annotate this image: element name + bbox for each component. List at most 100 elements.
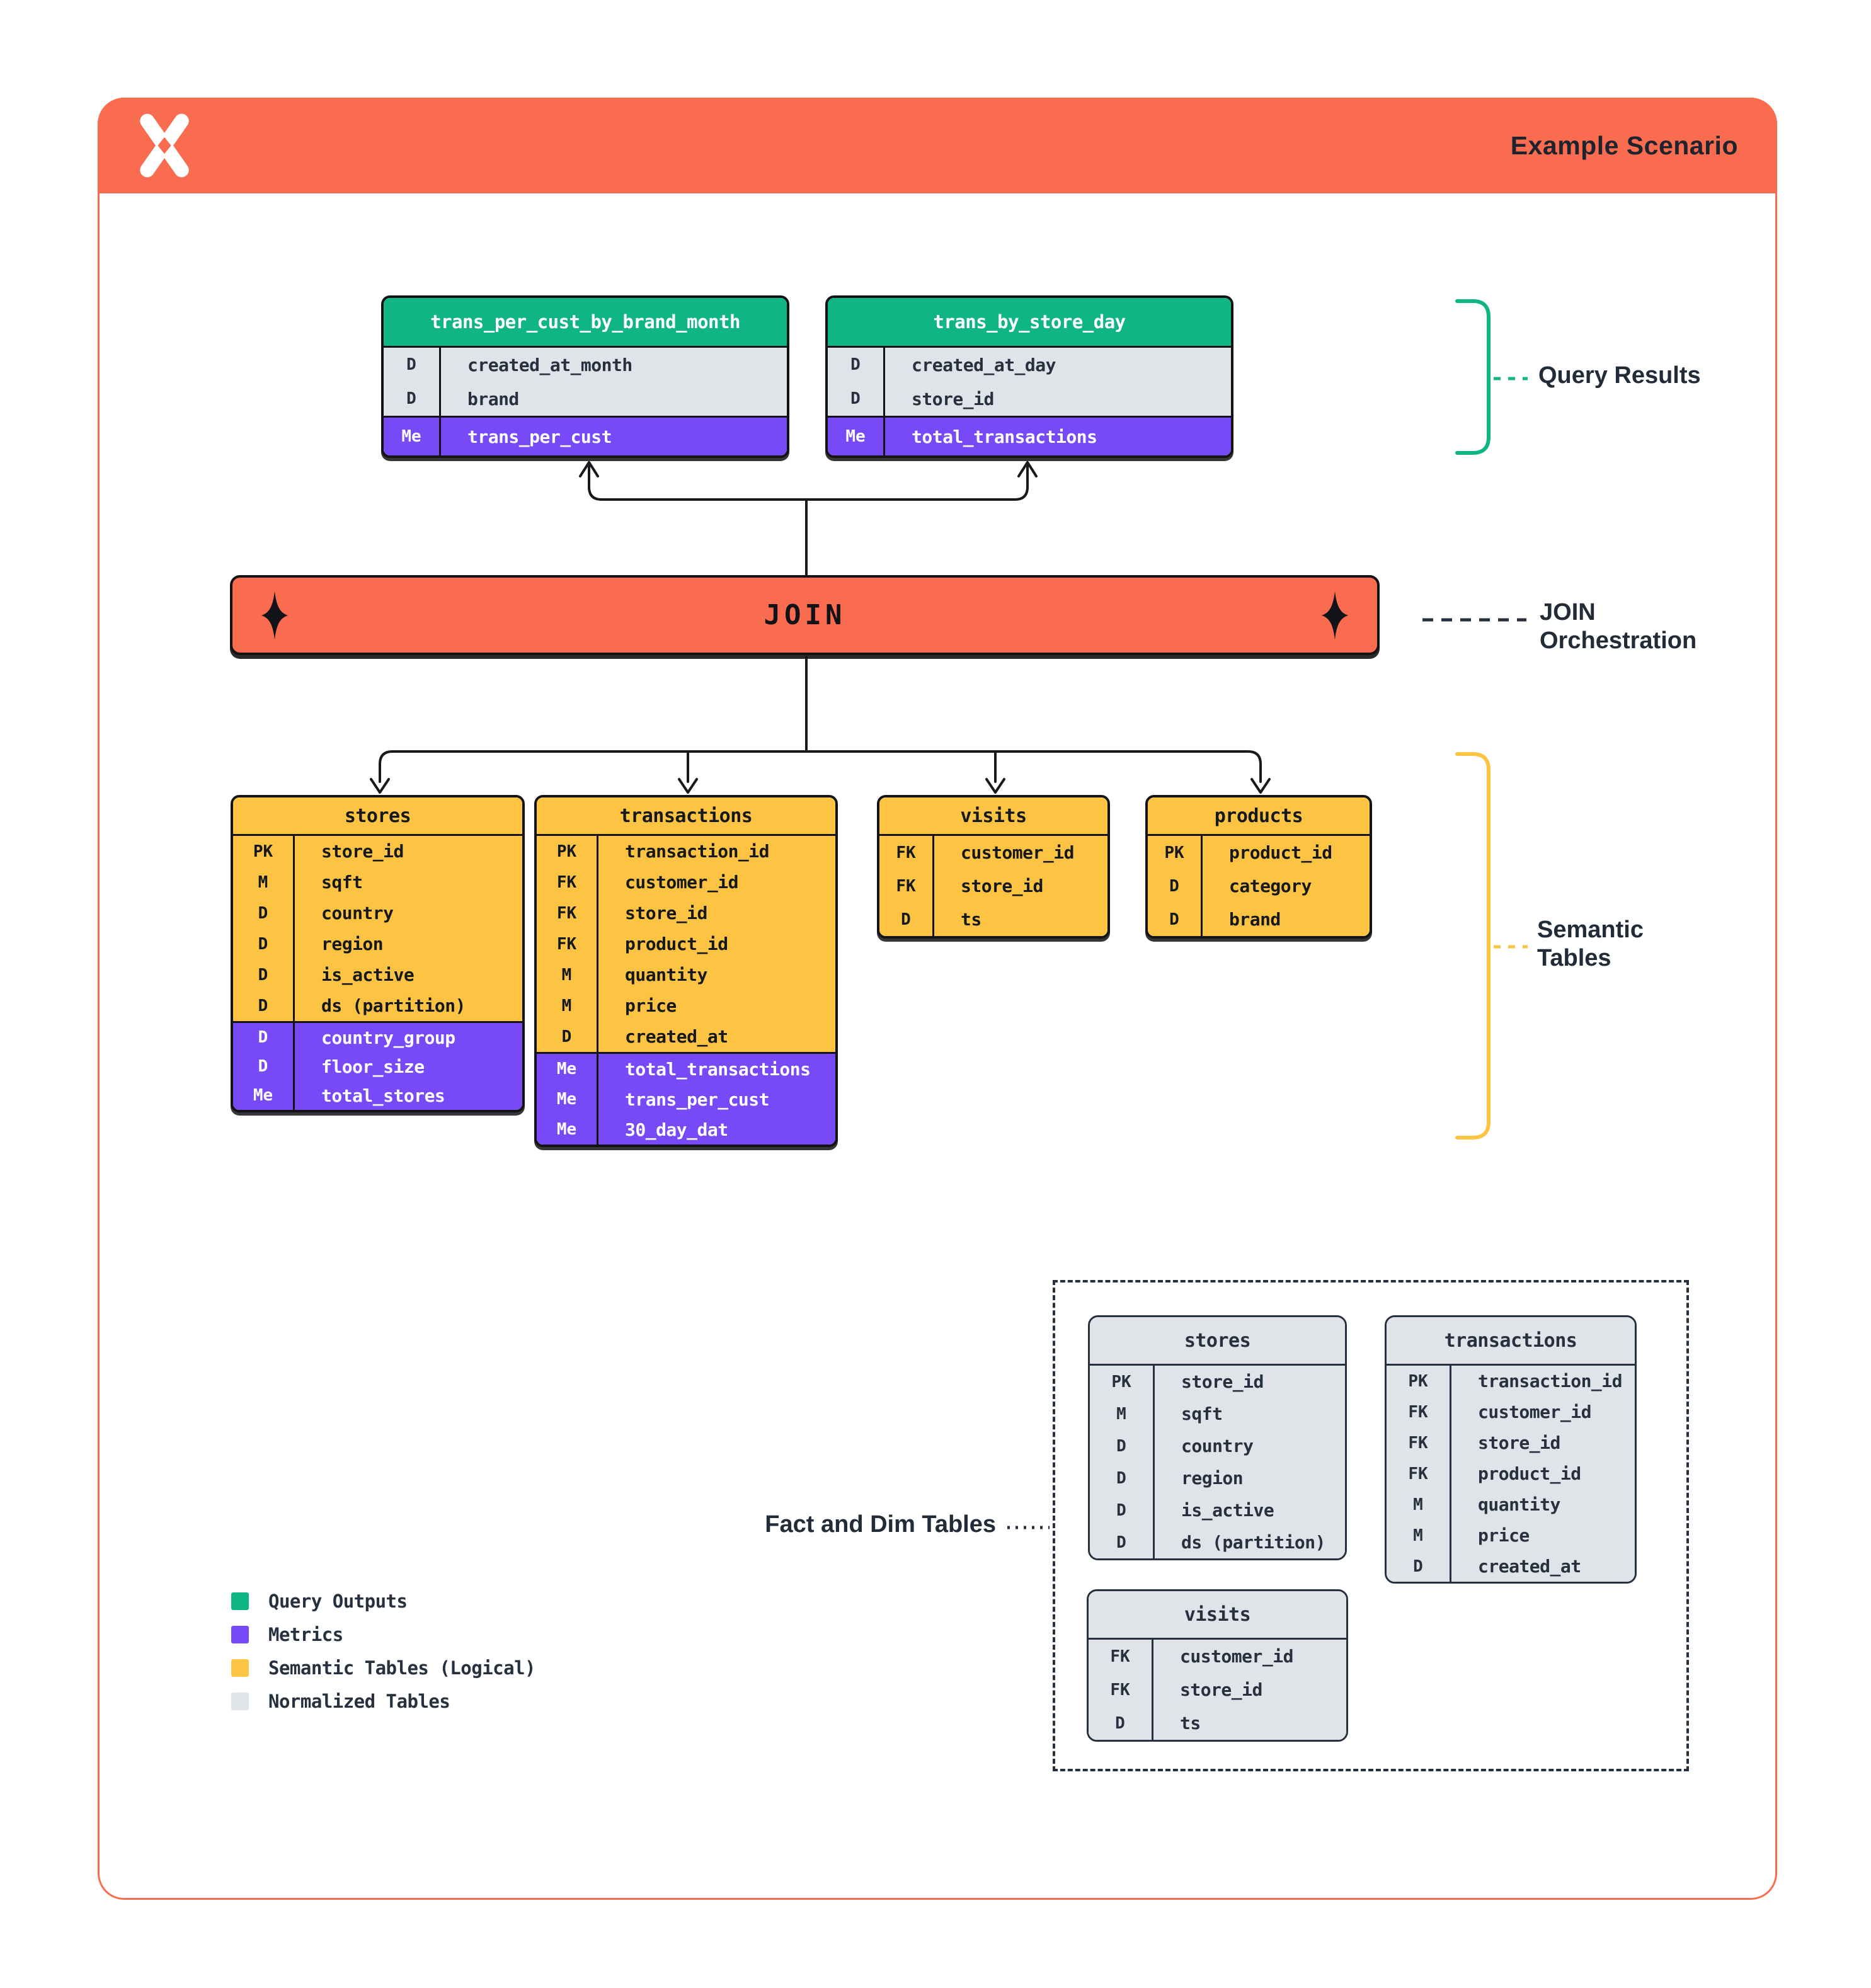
row-key: D: [258, 1028, 268, 1047]
legend-label: Metrics: [268, 1624, 343, 1645]
row-key: D: [258, 965, 268, 985]
row-key: D: [1116, 1468, 1126, 1488]
row-key: D: [406, 389, 416, 408]
row-key: M: [1413, 1526, 1423, 1545]
row-field: is_active: [1153, 1494, 1345, 1526]
arrowhead-down: [985, 778, 1005, 794]
row-field: category: [1201, 869, 1370, 903]
table-title: stores: [1090, 1317, 1345, 1366]
table-title: transactions: [537, 797, 835, 836]
row-field: ts: [932, 903, 1107, 936]
table-title: visits: [1089, 1591, 1346, 1640]
row-key: FK: [556, 903, 577, 923]
arrowhead-down: [370, 778, 390, 794]
row-field: sqft: [1153, 1398, 1345, 1430]
row-key: D: [258, 1057, 268, 1076]
row-field: ds (partition): [293, 990, 522, 1021]
row-field: total_transactions: [597, 1054, 835, 1084]
row-field: 30_day_dat: [597, 1114, 835, 1145]
row-key: D: [258, 996, 268, 1015]
row-key: M: [561, 996, 572, 1015]
page-title: Example Scenario: [1510, 130, 1738, 160]
legend-swatch-gray: [231, 1693, 249, 1710]
row-field: store_id: [1450, 1427, 1635, 1458]
row-field: country: [293, 898, 522, 928]
fact-dim-label: Fact and Dim Tables: [765, 1511, 996, 1538]
row-field: store_id: [293, 836, 522, 867]
semantic-tables-label: Semantic Tables: [1537, 917, 1644, 971]
row-key: FK: [1408, 1402, 1428, 1422]
row-field: created_at: [597, 1021, 835, 1052]
brand-logo-icon: [140, 113, 189, 178]
card-header: Example Scenario: [98, 98, 1777, 193]
row-field: trans_per_cust: [439, 418, 787, 455]
arrowhead-up: [579, 461, 599, 477]
row-key: D: [1413, 1557, 1423, 1576]
row-field: product_id: [1201, 836, 1370, 869]
row-field: store_id: [1153, 1366, 1345, 1398]
row-key: FK: [556, 934, 577, 954]
legend-item-metrics: Metrics: [231, 1624, 535, 1645]
legend-label: Query Outputs: [268, 1591, 408, 1612]
row-field: brand: [439, 382, 787, 416]
table-title: visits: [879, 797, 1107, 836]
table-title: trans_by_store_day: [828, 298, 1231, 348]
row-key: FK: [896, 876, 916, 896]
sparkle-diamond-icon: [1321, 591, 1349, 639]
row-field: store_id: [932, 869, 1107, 903]
legend-swatch-yellow: [231, 1659, 249, 1677]
row-field: ts: [1152, 1706, 1346, 1740]
row-key: PK: [253, 842, 273, 861]
row-field: customer_id: [597, 867, 835, 898]
table-title: products: [1148, 797, 1370, 836]
row-key: FK: [1408, 1433, 1428, 1453]
row-field: country_group: [293, 1023, 522, 1052]
row-field: total_stores: [293, 1081, 522, 1110]
legend-label: Semantic Tables (Logical): [268, 1657, 536, 1679]
arrowhead-down: [678, 778, 698, 794]
row-field: ds (partition): [1153, 1526, 1345, 1558]
row-key: D: [258, 934, 268, 954]
row-field: is_active: [293, 959, 522, 990]
row-field: created_at_month: [439, 348, 787, 382]
legend-swatch-purple: [231, 1626, 249, 1643]
row-key: FK: [1110, 1680, 1130, 1700]
row-key: D: [850, 355, 861, 374]
row-field: floor_size: [293, 1052, 522, 1081]
